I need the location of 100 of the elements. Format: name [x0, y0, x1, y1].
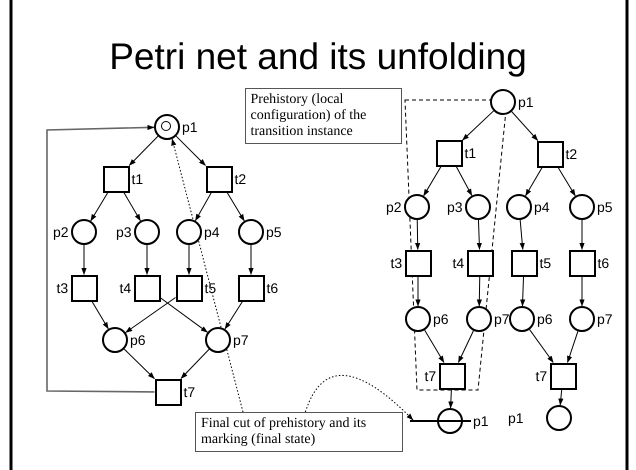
node-label: p3 [447, 199, 463, 215]
transition-box [550, 362, 576, 390]
arc-arrow [176, 136, 206, 166]
place-circle [466, 306, 492, 332]
node-label: t7 [184, 384, 196, 400]
place-circle [437, 408, 463, 434]
node-label: t6 [598, 255, 610, 271]
node-label: p7 [233, 332, 249, 348]
node-label: p7 [494, 311, 510, 327]
place-circle [404, 194, 430, 220]
node-label: t1 [464, 145, 476, 161]
arc-arrow [90, 192, 108, 222]
arc-arrow [579, 276, 585, 306]
arc-arrow [81, 244, 87, 275]
node-label: t7 [424, 368, 436, 384]
arc-arrow [415, 276, 421, 306]
place-circle [569, 194, 595, 220]
node-label: p1 [473, 413, 489, 429]
transition-box [176, 274, 202, 302]
arc-arrow [128, 136, 158, 166]
transition-box [510, 250, 538, 276]
transition-box [206, 166, 232, 192]
arc-arrow [160, 297, 208, 333]
node-label: p7 [597, 311, 613, 327]
transition-box [438, 362, 466, 390]
arc-arrow [567, 330, 578, 363]
place-circle [154, 114, 180, 140]
node-label: p6 [433, 311, 449, 327]
arc-arrow [520, 276, 526, 306]
arc-arrow [476, 220, 482, 250]
arc-arrow [144, 244, 150, 275]
arc-arrow [558, 389, 564, 406]
arc-arrow [180, 348, 210, 379]
node-label: t3 [390, 255, 402, 271]
transition-box [154, 378, 182, 406]
place-circle [405, 306, 431, 332]
place-circle [176, 219, 202, 245]
callout-box: Final cut of prehistory and its marking (final state) [195, 412, 403, 452]
arc-arrow [92, 301, 109, 330]
node-label: p5 [597, 199, 613, 215]
transition-box [568, 250, 596, 276]
arc-arrow [520, 219, 525, 250]
transition-box [70, 274, 98, 302]
arc-arrow [529, 329, 554, 363]
arc-arrow [558, 167, 576, 196]
transition-box [466, 250, 494, 276]
transition-box [238, 274, 264, 302]
node-label: t7 [536, 368, 548, 384]
transition-box [404, 250, 432, 276]
arc-arrow [226, 192, 245, 222]
place-circle [134, 219, 160, 245]
node-label: t5 [204, 280, 216, 296]
node-label: t3 [56, 280, 68, 296]
arc-arrow [123, 192, 141, 222]
node-label: t2 [234, 171, 246, 187]
node-label: t1 [132, 171, 144, 187]
arc-arrow [125, 296, 176, 334]
node-label: p2 [386, 199, 402, 215]
node-label: t4 [452, 255, 464, 271]
cut-line [410, 420, 471, 422]
place-circle [569, 306, 595, 332]
node-label: p4 [204, 224, 220, 240]
node-label: p6 [537, 311, 553, 327]
node-label: p1 [182, 119, 198, 135]
arc-arrow [424, 330, 444, 363]
arc-arrow [448, 389, 454, 409]
transition-box [536, 140, 564, 168]
node-label: p2 [53, 224, 69, 240]
arc-arrow [46, 124, 154, 393]
node-label: p6 [130, 332, 146, 348]
transition-box [102, 166, 130, 192]
place-circle [546, 405, 572, 431]
place-circle [465, 194, 491, 220]
place-circle [205, 327, 231, 353]
place-circle [509, 306, 535, 332]
arc-arrow [248, 244, 254, 275]
node-label: p1 [518, 94, 534, 110]
node-label: p1 [508, 410, 524, 426]
arc-arrow [124, 348, 155, 380]
arc-arrow [194, 192, 212, 222]
slide-title: Petri net and its unfolding [108, 36, 528, 78]
callout-box: Prehistory (local configuration) of the transition instance [244, 88, 402, 144]
transition-box [436, 140, 462, 166]
arc-arrow [186, 244, 192, 275]
arc-arrow [462, 110, 494, 141]
leader-line [171, 138, 244, 412]
arc-arrow [458, 330, 474, 363]
arc-arrow [525, 167, 543, 196]
place-circle [71, 219, 97, 245]
transition-box [134, 274, 160, 302]
node-label: p4 [534, 199, 550, 215]
arc-arrow [415, 220, 420, 250]
arc-arrow [224, 301, 243, 330]
node-label: t2 [566, 146, 578, 162]
node-label: t5 [540, 255, 552, 271]
place-circle [102, 327, 128, 353]
place-circle [506, 194, 532, 220]
place-circle [238, 219, 264, 245]
arc-arrow [476, 276, 482, 306]
place-circle [490, 89, 516, 115]
